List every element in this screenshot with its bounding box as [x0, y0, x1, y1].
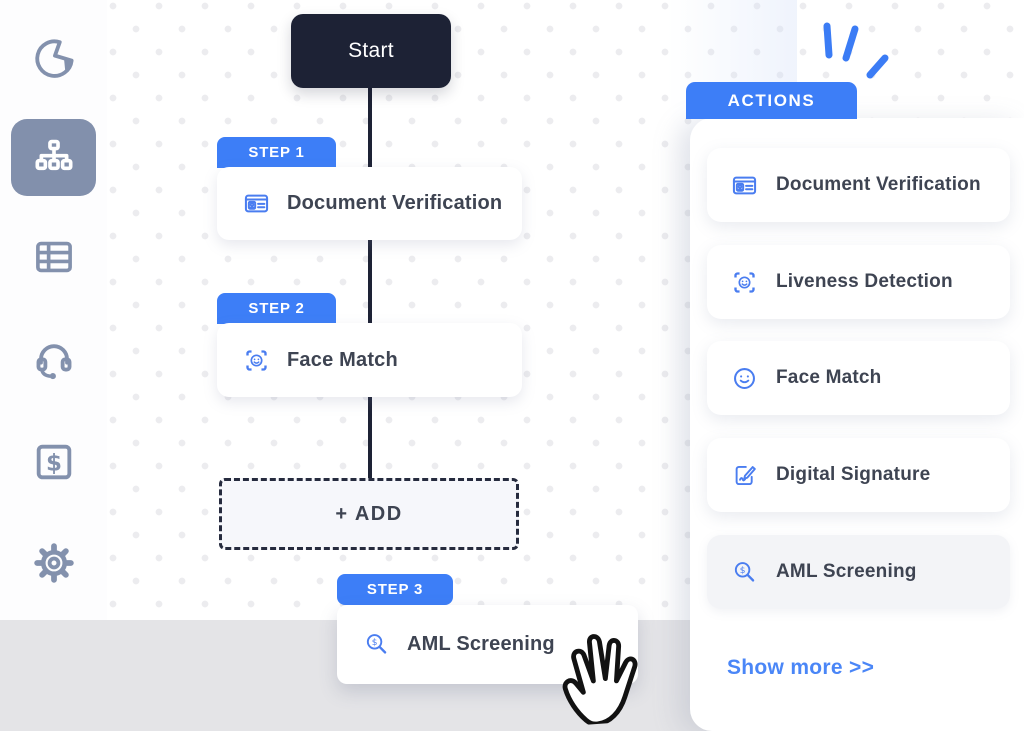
action-card-digital-signature[interactable]: Digital Signature	[707, 438, 1010, 512]
support-headset-icon	[36, 344, 71, 380]
action-card-face-match[interactable]: Face Match	[707, 341, 1010, 415]
face-scan-icon	[246, 349, 267, 371]
aml-search-icon: $	[366, 634, 387, 654]
workflow-start-node[interactable]: Start	[291, 14, 451, 88]
step-3-label: AML Screening	[407, 633, 555, 655]
actions-panel-tab[interactable]: ACTIONS	[686, 82, 857, 119]
sidebar-item-analytics[interactable]	[0, 12, 107, 100]
pie-chart-icon	[34, 39, 74, 78]
app-sidebar: $	[0, 0, 107, 620]
face-scan-icon	[734, 271, 755, 293]
step-2-label: Face Match	[287, 348, 398, 371]
add-step-button[interactable]: + ADD	[219, 478, 519, 550]
action-card-liveness-detection[interactable]: Liveness Detection	[707, 245, 1010, 319]
id-card-icon	[244, 194, 269, 213]
id-card-icon	[732, 176, 757, 194]
aml-search-icon: $	[734, 561, 755, 582]
step-2-badge: STEP 2	[217, 293, 336, 324]
action-card-document-verification[interactable]: Document Verification	[707, 148, 1010, 222]
action-card-aml-screening-selected[interactable]: $ AML Screening	[707, 535, 1010, 609]
step-1-label: Document Verification	[287, 192, 503, 214]
action-card-label: Liveness Detection	[776, 271, 953, 292]
sidebar-item-settings[interactable]	[0, 519, 107, 607]
action-card-label: Document Verification	[776, 174, 981, 195]
workflow-connector-line	[368, 86, 372, 478]
signature-pen-icon	[735, 465, 756, 485]
action-card-label: AML Screening	[776, 561, 917, 582]
sidebar-item-records[interactable]	[0, 213, 107, 301]
step-2-card-face-match[interactable]: Face Match	[217, 323, 522, 397]
add-step-label: + ADD	[335, 502, 403, 525]
sidebar-item-support[interactable]	[0, 316, 107, 404]
actions-panel-title: ACTIONS	[727, 90, 816, 110]
smiley-face-icon	[734, 367, 755, 389]
svg-text:$: $	[45, 450, 61, 476]
action-card-label: Face Match	[776, 367, 882, 388]
show-more-link[interactable]: Show more >>	[727, 656, 875, 679]
step-3-badge: STEP 3	[337, 574, 453, 605]
action-card-label: Digital Signature	[776, 464, 931, 485]
billing-dollar-icon: $	[36, 444, 71, 480]
table-icon	[35, 241, 72, 273]
sitemap-icon	[35, 139, 72, 170]
sparkle-emphasis-lines	[823, 22, 889, 79]
start-node-label: Start	[348, 39, 394, 62]
settings-gear-icon	[33, 543, 74, 583]
step-1-badge: STEP 1	[217, 137, 336, 168]
svg-text:$: $	[740, 565, 746, 575]
step-1-card-document-verification[interactable]: Document Verification	[217, 167, 522, 240]
sidebar-item-workflow[interactable]	[11, 119, 96, 196]
drag-hand-cursor	[562, 634, 638, 727]
svg-text:$: $	[372, 638, 378, 648]
sidebar-item-billing[interactable]: $	[0, 418, 107, 506]
